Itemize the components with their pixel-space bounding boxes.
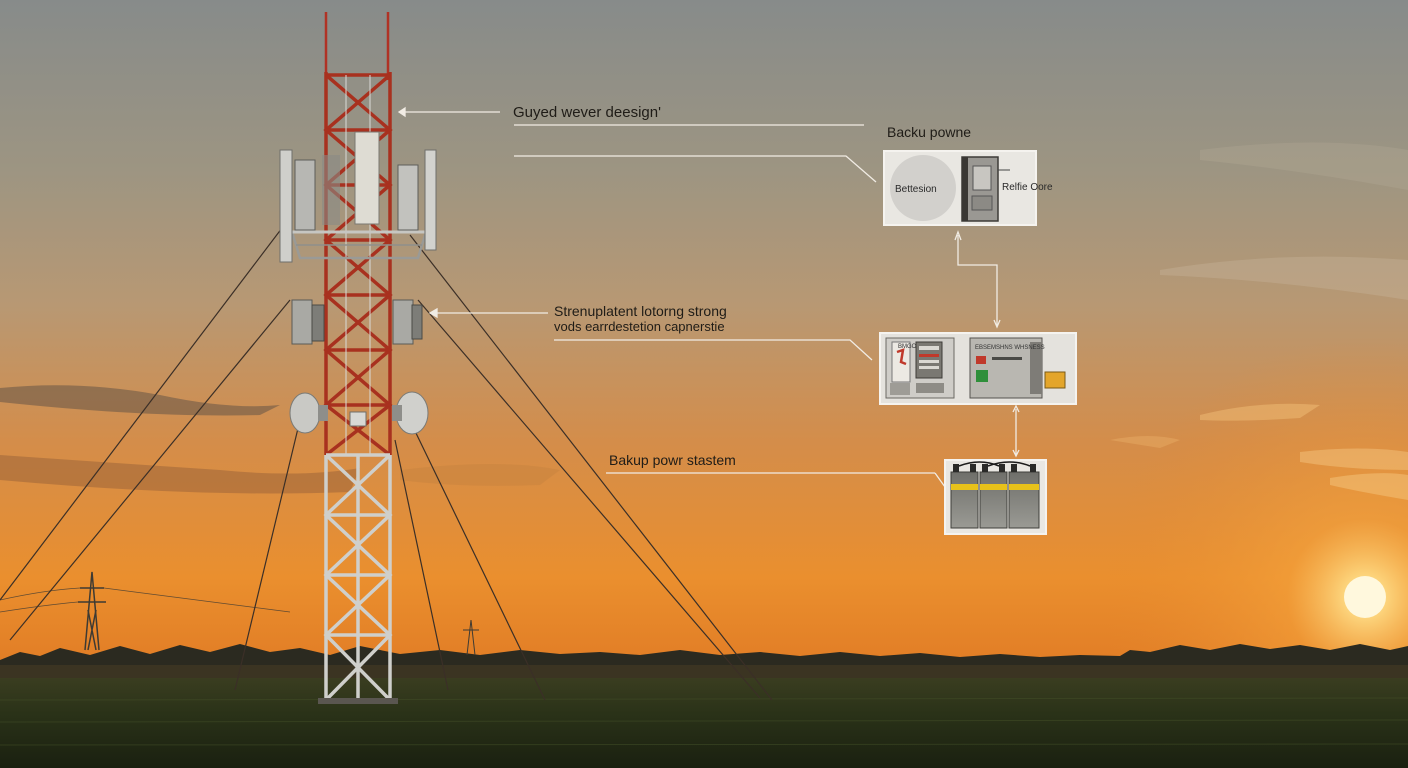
grass-field xyxy=(0,678,1408,768)
sun-icon xyxy=(1344,576,1386,618)
panel-label-right: Relfie Oore xyxy=(1002,182,1053,193)
power-pylon-left xyxy=(78,571,106,651)
tower xyxy=(279,12,437,704)
clouds xyxy=(0,142,1408,500)
tower-base xyxy=(318,698,398,704)
callout-lines xyxy=(397,106,1020,488)
label-strength-line1: Strenuplatent lotorng strong xyxy=(554,303,727,319)
label-backup-power-system: Bakup powr stastem xyxy=(609,452,736,468)
dish-antenna-icon xyxy=(289,391,429,435)
panel-antenna-icon xyxy=(279,131,437,263)
panel-backup-power: Bettesion Relfie Oore xyxy=(883,150,1053,226)
battery-icon xyxy=(944,459,1047,535)
radio-units xyxy=(291,299,423,345)
power-pylon-small xyxy=(463,619,479,656)
cabinet-label-left: BMGO xyxy=(898,344,917,350)
cabinet-icon: BMGO EBSEMSHNS WHSNESS xyxy=(879,332,1077,405)
label-strength-line2: vods earrdestetion capnerstie xyxy=(554,319,725,334)
power-lines xyxy=(0,587,291,613)
panel-label-left: Bettesion xyxy=(895,184,937,195)
antenna-platform xyxy=(290,230,428,260)
grass-texture xyxy=(0,697,1408,746)
horizon-band xyxy=(0,665,1408,681)
label-backup-power-top: Backu powne xyxy=(887,124,971,140)
label-guyed-design: Guyed wever deesign' xyxy=(513,104,661,121)
cabinet-label-right: EBSEMSHNS WHSNESS xyxy=(975,345,1045,351)
